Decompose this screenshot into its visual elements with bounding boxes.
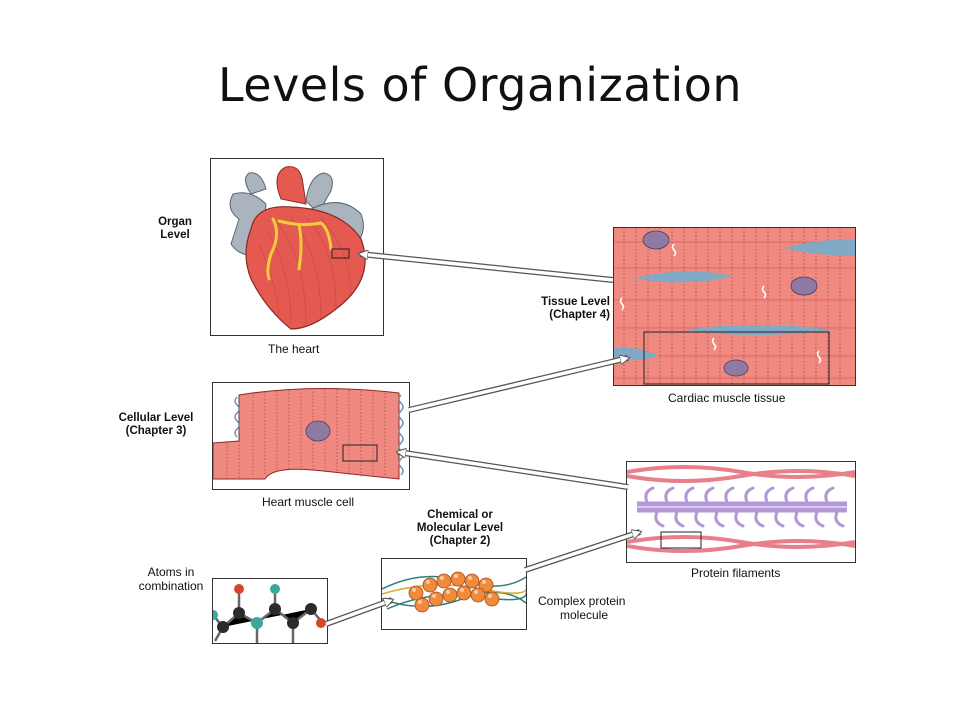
protein-molecule-illustration	[382, 571, 526, 613]
heart-caption: The heart	[268, 342, 320, 356]
cardiac-tissue-illustration	[614, 228, 855, 385]
heart-zoom-box	[331, 248, 350, 259]
heart-panel	[210, 158, 384, 336]
tissue-panel	[613, 227, 856, 386]
arrow-cell-to-tissue	[408, 358, 628, 413]
heart-muscle-cell-illustration	[213, 387, 404, 480]
cell-zoom-box	[342, 444, 378, 462]
cell-panel	[212, 382, 410, 490]
protein-filaments-illustration	[627, 465, 855, 553]
arrow-filaments-to-cell	[398, 452, 629, 490]
protein-panel	[381, 558, 527, 630]
filament-zoom-box	[660, 531, 702, 549]
slide-title: Levels of Organization	[217, 58, 743, 112]
atoms-panel	[212, 578, 328, 644]
arrow-protein-to-filaments	[524, 532, 640, 573]
cell-caption: Heart muscle cell	[262, 495, 355, 509]
filaments-caption: Protein filaments	[691, 566, 781, 580]
atoms-illustration	[213, 584, 326, 643]
tissue-zoom-box	[643, 331, 830, 385]
filaments-panel	[626, 461, 856, 563]
arrow-tissue-to-heart	[360, 254, 614, 283]
heart-illustration	[229, 166, 366, 330]
tissue-caption: Cardiac muscle tissue	[668, 391, 786, 405]
cellular-level-label: Cellular Level(Chapter 3)	[118, 412, 194, 437]
tissue-level-label: Tissue Level(Chapter 4)	[541, 296, 610, 321]
